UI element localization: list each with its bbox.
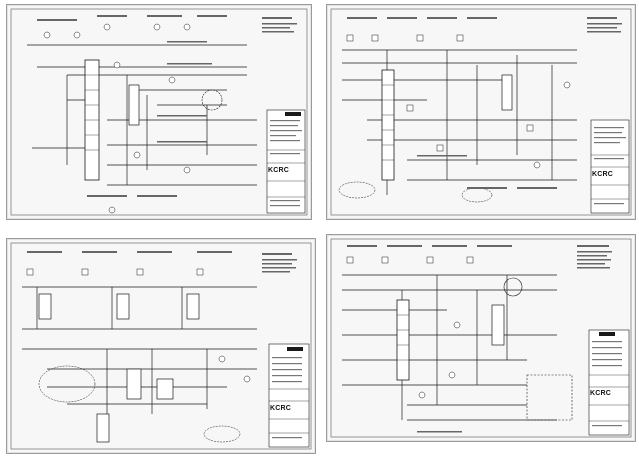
pid-diagram-1 (10, 8, 308, 216)
pid-diagram-4 (330, 238, 632, 438)
kcrc-logo: KCRC (592, 171, 614, 178)
drawing-sheet-2: KCRC (326, 4, 636, 220)
kcrc-logo: KCRC (590, 390, 612, 397)
kcrc-logo: KCRC (268, 167, 290, 174)
pid-diagram-2 (330, 8, 632, 216)
drawing-sheet-3: KCRC (6, 238, 316, 454)
drawing-sheet-4: KCRC (326, 234, 636, 442)
drawing-sheet-1: KCRC (6, 4, 312, 220)
kcrc-logo: KCRC (270, 405, 292, 412)
pid-diagram-3 (10, 242, 312, 450)
